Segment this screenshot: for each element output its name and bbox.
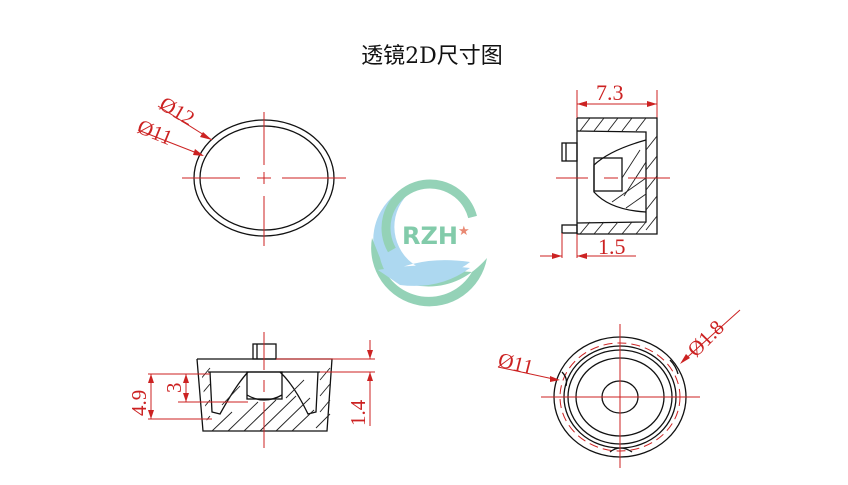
view-bottom-right: Ø11 Ø1.8 [496,309,741,468]
view-top-right: 7.3 [540,80,670,259]
drawing-title: 透镜2D尺寸图 [361,44,503,69]
logo-text: RZH [402,222,458,250]
dim-bottom-diameter-11: Ø11 [496,348,536,380]
dim-notch-diameter-1-8: Ø1.8 [683,315,729,361]
dim-width-7-3: 7.3 [596,80,624,105]
dim-height-3: 3 [162,383,186,394]
view-bottom-left: 4.9 3 1.4 [127,332,375,448]
dim-offset-1-5: 1.5 [598,234,626,259]
view-top-left: Ø12 Ø11 [134,92,346,246]
dim-height-4-9: 4.9 [127,390,151,416]
star-icon: ★ [458,224,470,239]
dim-height-1-4: 1.4 [346,399,370,426]
rzh-logo: RZH ★ [370,179,490,307]
